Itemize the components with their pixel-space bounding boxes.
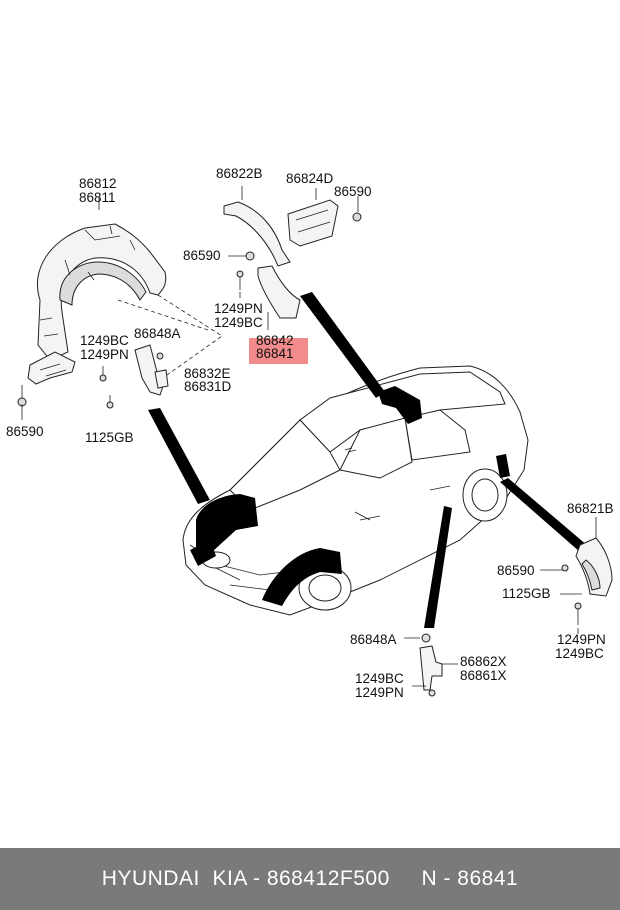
label-1249PN-right: 1249PN bbox=[557, 632, 606, 647]
fastener-icons bbox=[17, 352, 164, 409]
label-86861X: 86861X bbox=[460, 668, 507, 683]
label-86811: 86811 bbox=[79, 190, 116, 205]
label-1125GB-left: 1125GB bbox=[85, 430, 134, 445]
label-86821B: 86821B bbox=[567, 501, 614, 516]
mudguard-upper-part bbox=[223, 199, 339, 267]
footer-brand-part-number: HYUNDAI KIA - 868412F500 bbox=[101, 867, 390, 890]
label-86848A-left: 86848A bbox=[134, 326, 181, 341]
side-bracket-part bbox=[419, 633, 443, 697]
front-bracket-part bbox=[134, 344, 169, 396]
label-1249BC-top: 1249BC bbox=[214, 315, 263, 330]
label-1125GB-right: 1125GB bbox=[502, 586, 551, 601]
label-86848A-bottom: 86848A bbox=[350, 632, 397, 647]
callout-arrows bbox=[148, 292, 588, 628]
mudguard-lower-part bbox=[257, 265, 301, 319]
label-1249BC-left: 1249BC bbox=[80, 333, 129, 348]
label-86832E: 86832E bbox=[184, 366, 231, 381]
rear-guard-part bbox=[561, 537, 613, 625]
part-number-footer: HYUNDAI KIA - 868412F500 N - 86841 bbox=[0, 848, 620, 910]
label-86590-top-right: 86590 bbox=[334, 184, 372, 199]
label-86590-top-left: 86590 bbox=[183, 248, 221, 263]
label-86590-left: 86590 bbox=[6, 424, 44, 439]
label-1249BC-bottom: 1249BC bbox=[355, 671, 404, 686]
parts-diagram: 86812 86811 86822B 86824D 86590 86590 12… bbox=[6, 166, 614, 700]
label-86822B: 86822B bbox=[216, 166, 263, 181]
label-86590-right: 86590 bbox=[497, 563, 535, 578]
label-1249PN-left: 1249PN bbox=[80, 347, 129, 362]
label-86824D: 86824D bbox=[286, 171, 334, 186]
front-wheel-guard-part bbox=[27, 223, 167, 385]
fastener-icons-top bbox=[236, 212, 362, 290]
car-illustration bbox=[182, 365, 529, 616]
label-1249PN-bottom: 1249PN bbox=[355, 685, 404, 700]
label-86841: 86841 bbox=[256, 346, 294, 361]
label-86842: 86842 bbox=[256, 333, 294, 348]
label-1249PN-top: 1249PN bbox=[214, 301, 263, 316]
label-86812: 86812 bbox=[79, 176, 117, 191]
label-1249BC-right: 1249BC bbox=[555, 646, 604, 661]
label-86862X: 86862X bbox=[460, 654, 507, 669]
highlight-box bbox=[249, 338, 308, 364]
label-86831D: 86831D bbox=[184, 379, 232, 394]
footer-diagram-number: N - 86841 bbox=[421, 867, 519, 890]
